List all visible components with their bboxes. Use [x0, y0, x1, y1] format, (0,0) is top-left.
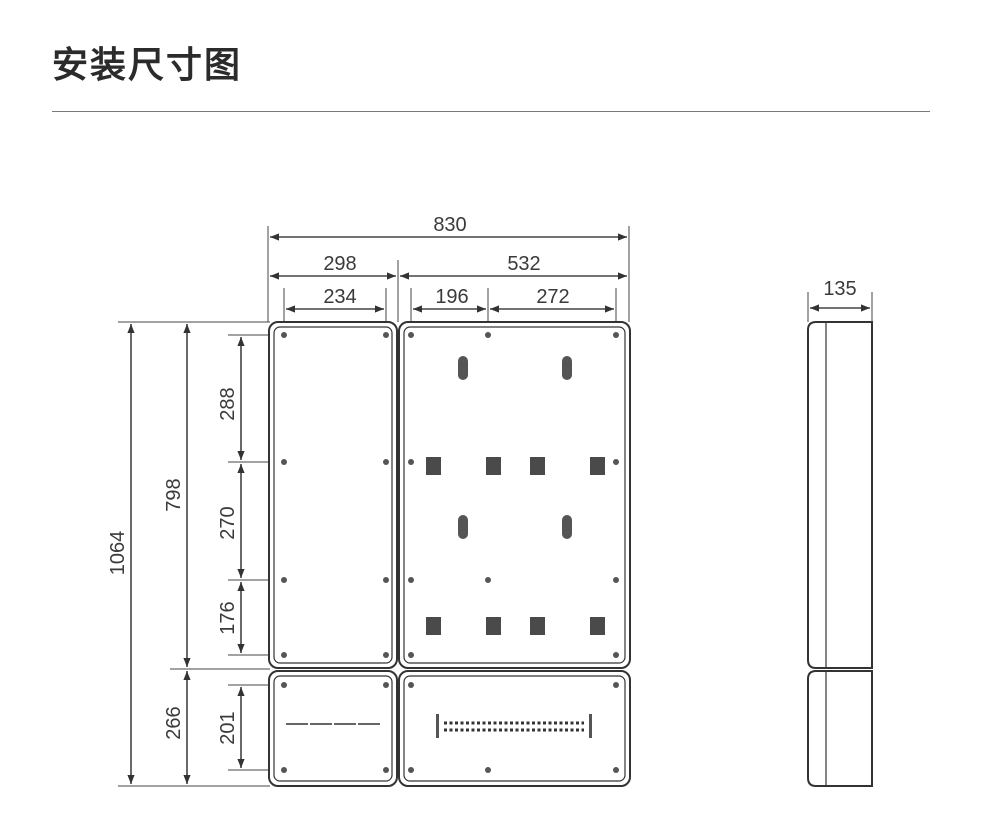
dimension-depth: 135 — [807, 278, 873, 322]
dimension-label-266: 266 — [163, 706, 185, 739]
dimension-total-height: 1064 — [107, 324, 135, 784]
dimension-label-798: 798 — [163, 478, 185, 511]
dimension-label-830: 830 — [433, 214, 466, 236]
dimension-label-196: 196 — [435, 286, 468, 308]
dimension-label-1064: 1064 — [107, 531, 129, 576]
dimension-label-135: 135 — [823, 278, 856, 300]
dimension-lower-hole-spacing: 201 — [217, 687, 245, 768]
dimension-label-272: 272 — [536, 286, 569, 308]
dimension-label-298: 298 — [323, 253, 356, 275]
dimension-right-hole-spacing: 196 272 — [410, 286, 617, 330]
panel-upper-left — [268, 321, 398, 669]
dimension-label-270: 270 — [217, 506, 239, 539]
page-title: 安装尺寸图 — [52, 45, 243, 86]
dimension-label-234: 234 — [323, 286, 356, 308]
side-view — [807, 321, 873, 787]
dimension-left-width: 298 — [270, 253, 399, 322]
dimension-upper-hole-spacings: 288 270 176 — [217, 337, 245, 653]
dimension-label-201: 201 — [217, 711, 239, 744]
dimension-lower-height: 266 — [163, 671, 191, 784]
dimension-label-176: 176 — [217, 601, 239, 634]
panel-lower-left — [268, 670, 398, 787]
panel-upper-right — [398, 321, 631, 669]
dimension-right-width: 532 — [400, 253, 627, 280]
vertical-extension-lines — [118, 321, 288, 787]
dimension-label-532: 532 — [507, 253, 540, 275]
title-divider — [52, 111, 930, 112]
dimension-label-288: 288 — [217, 387, 239, 420]
dimension-upper-height: 798 — [163, 324, 191, 667]
panel-lower-right — [398, 670, 631, 787]
dimension-total-width: 830 — [267, 214, 630, 322]
